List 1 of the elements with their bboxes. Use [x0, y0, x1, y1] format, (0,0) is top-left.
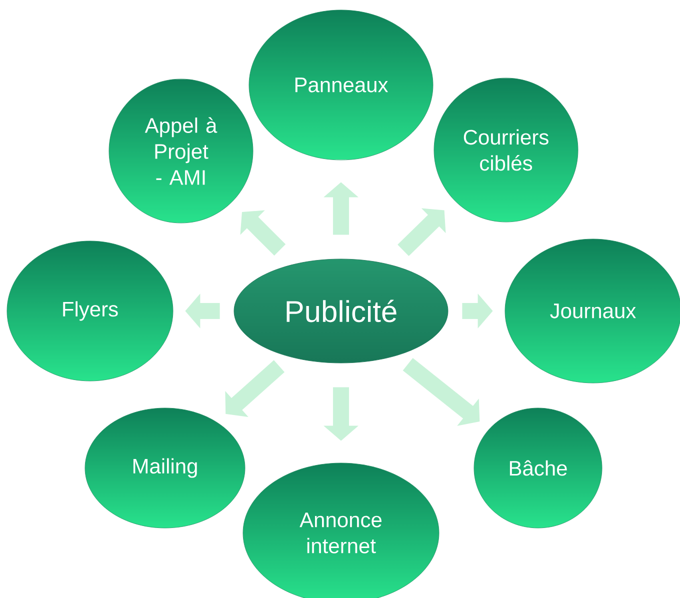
block-arrow	[225, 360, 285, 417]
